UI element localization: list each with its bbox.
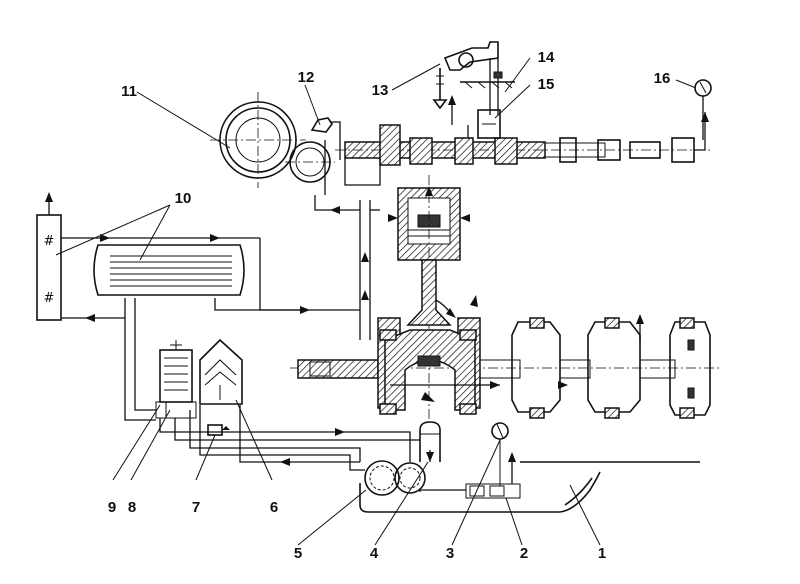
label-5: 5: [294, 545, 302, 562]
bypass-valve: [207, 424, 230, 436]
oil-cooler: # #: [36, 192, 261, 322]
label-13: 13: [372, 82, 389, 99]
piston: [388, 175, 470, 420]
connecting-rod: [406, 259, 478, 326]
svg-text:#: #: [44, 234, 55, 249]
coarse-filter: [155, 340, 197, 419]
label-4: 4: [370, 545, 379, 562]
pump-outlet-lines: [159, 405, 420, 471]
oil-pan: [359, 461, 700, 513]
main-oil-gallery: [314, 195, 380, 340]
label-15: 15: [538, 76, 555, 93]
label-16: 16: [654, 70, 671, 87]
label-11: 11: [121, 83, 137, 100]
tappet: [467, 109, 501, 139]
label-10: 10: [175, 190, 192, 207]
timing-gears: [210, 92, 335, 188]
oil-pressure-gauge: [694, 79, 712, 140]
label-8: 8: [128, 499, 136, 516]
oil-nozzle: [310, 117, 341, 195]
oil-strainer: [465, 452, 521, 499]
label-6: 6: [270, 499, 278, 516]
label-9: 9: [108, 499, 116, 516]
pressure-relief-valve: [419, 421, 441, 462]
label-1: 1: [598, 545, 606, 562]
part-number-labels: 1 2 3 4 5 6 7 8 9 10 11 12 13 14 15 16: [108, 49, 671, 562]
leader-lines: [55, 57, 697, 546]
oil-level-sensor: [491, 422, 509, 486]
label-2: 2: [520, 545, 528, 562]
fine-filter: [199, 338, 243, 405]
label-3: 3: [446, 545, 454, 562]
cooler-return-lines: [124, 298, 360, 421]
label-12: 12: [298, 69, 315, 86]
rocker-arm-assembly: [432, 41, 515, 125]
label-7: 7: [192, 499, 200, 516]
crankshaft: [290, 314, 720, 419]
oil-pump: [364, 460, 466, 496]
label-14: 14: [538, 49, 555, 66]
svg-text:#: #: [44, 291, 55, 306]
camshaft: [335, 112, 710, 186]
